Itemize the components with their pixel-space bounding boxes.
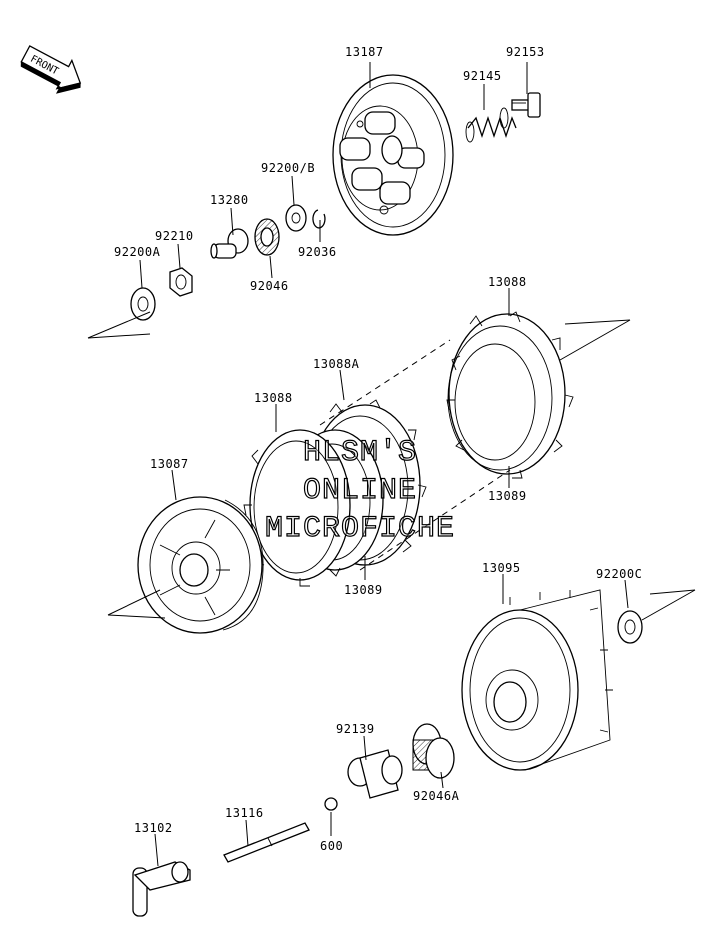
- part-label: 13088: [488, 275, 527, 289]
- bearing-92046: [254, 218, 280, 256]
- part-label: 92210: [155, 229, 194, 243]
- watermark-line-2: ONLINE: [303, 474, 417, 508]
- watermark: HLSM'S ONLINE MICROFICHE: [264, 435, 455, 546]
- part-label: 92200C: [596, 567, 642, 581]
- friction-plate-13088-right: [446, 311, 574, 479]
- watermark-line-1: HLSM'S: [303, 436, 417, 470]
- watermark-line-3: MICROFICHE: [265, 512, 455, 546]
- part-label: 13089: [344, 583, 383, 597]
- nut-92210: [169, 267, 193, 297]
- part-label: 13087: [150, 457, 189, 471]
- part-label: 13095: [482, 561, 521, 575]
- part-label: 92153: [506, 45, 545, 59]
- push-rod-13116: [223, 822, 310, 863]
- part-label: 13116: [225, 806, 264, 820]
- front-arrow-icon: FRONT: [20, 45, 82, 94]
- part-label: 92046: [250, 279, 289, 293]
- part-label: 92036: [298, 245, 337, 259]
- washer-92200-b: [285, 204, 307, 232]
- part-label: 13088A: [313, 357, 360, 371]
- part-label: 92200/B: [261, 161, 315, 175]
- part-label: 92139: [336, 722, 375, 736]
- part-label: 92046A: [413, 789, 460, 803]
- pusher-13280: [210, 228, 249, 259]
- spring-92145: [465, 107, 517, 143]
- part-label: 92200A: [114, 245, 161, 259]
- part-label: 13102: [134, 821, 173, 835]
- release-lever-13102: [132, 861, 191, 917]
- pressure-plate-13187: [332, 74, 454, 236]
- part-label: 13088: [254, 391, 293, 405]
- leader-lines: [139, 62, 629, 867]
- ball-600: [324, 797, 338, 811]
- part-label: 13280: [210, 193, 249, 207]
- part-label: 92145: [463, 69, 502, 83]
- part-label: 600: [320, 839, 343, 853]
- part-labels: 13187 92153 92145 92200/B 13280 92210 92…: [114, 45, 642, 853]
- circlip-92036: [312, 209, 326, 229]
- part-label: 13089: [488, 489, 527, 503]
- part-label: 13187: [345, 45, 384, 59]
- clutch-hub-13087: [137, 496, 264, 634]
- washer-92200c: [617, 610, 643, 644]
- bolt-92153: [511, 92, 541, 118]
- sleeve-92139: [347, 749, 403, 799]
- needle-bearing-92046a: [412, 723, 455, 779]
- friction-plate-13088-left: [243, 429, 351, 587]
- clutch-housing-13095: [461, 589, 613, 771]
